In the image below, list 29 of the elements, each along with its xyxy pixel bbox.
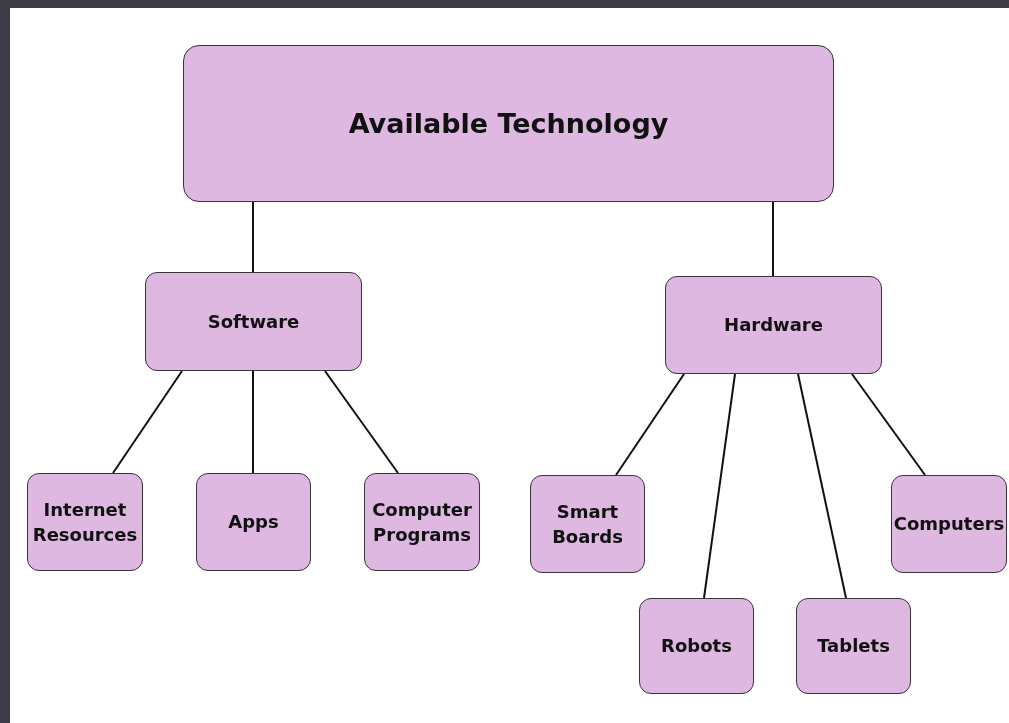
connector-line (772, 201, 774, 277)
box-label: Robots (661, 634, 732, 659)
category-box (891, 475, 1007, 573)
box-label: Smart Boards (551, 499, 624, 549)
box-label: Computer Programs (371, 497, 473, 547)
box-label: Tablets (817, 634, 890, 659)
connector-line (252, 201, 254, 273)
box-label: Hardware (724, 313, 823, 338)
title-box (183, 45, 834, 202)
box-label: Internet Resources (32, 497, 138, 547)
connector-line (797, 373, 847, 599)
category-box (364, 473, 480, 571)
category-box (145, 272, 362, 371)
category-box (665, 276, 882, 374)
box-label: Computers (893, 512, 1005, 537)
category-box (27, 473, 143, 571)
connector-line (703, 373, 736, 599)
box-label: Software (207, 309, 300, 334)
box-label: Apps (228, 510, 279, 535)
category-box (530, 475, 645, 573)
category-box (796, 598, 911, 694)
connector-line (252, 370, 254, 474)
connector-line (851, 373, 926, 476)
connector-line (112, 370, 183, 474)
connector-line (615, 373, 685, 476)
box-label: Available Technology (348, 106, 669, 141)
connector-line (324, 370, 399, 474)
category-box (196, 473, 311, 571)
category-box (639, 598, 754, 694)
